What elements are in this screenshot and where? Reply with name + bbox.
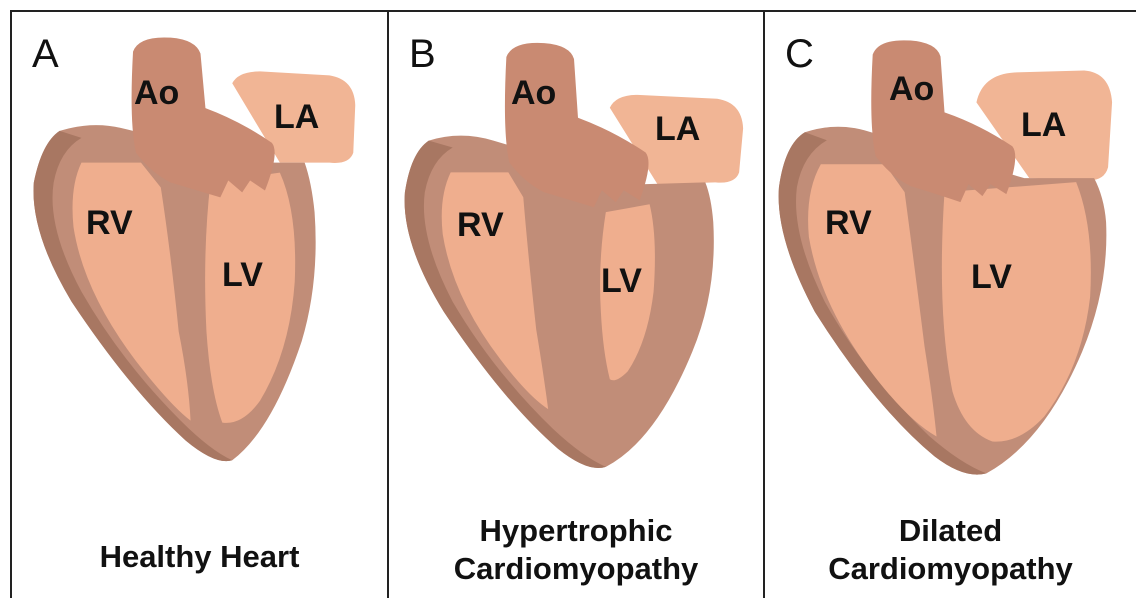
caption-healthy-heart: Healthy Heart — [12, 538, 387, 576]
left-atrium-label: LA — [274, 100, 319, 134]
panel-dilated-cardiomyopathy: C Ao LA RV LV Dilated Cardiomyopathy — [764, 10, 1136, 598]
left-atrium-label: LA — [655, 112, 700, 146]
caption-line: Hypertrophic — [389, 512, 763, 550]
caption-dilated-cardiomyopathy: Dilated Cardiomyopathy — [765, 512, 1136, 588]
dilated-heart-illustration — [765, 12, 1136, 482]
caption-line: Healthy Heart — [12, 538, 387, 576]
aorta-label: Ao — [134, 76, 179, 110]
hypertrophic-heart-illustration — [389, 12, 763, 482]
healthy-heart-illustration — [12, 12, 387, 482]
caption-line: Cardiomyopathy — [389, 550, 763, 588]
panel-letter: B — [409, 34, 436, 74]
left-ventricle-label: LV — [601, 264, 642, 298]
caption-line: Dilated — [765, 512, 1136, 550]
right-ventricle-label: RV — [457, 208, 504, 242]
right-ventricle-label: RV — [86, 206, 133, 240]
aorta-label: Ao — [511, 76, 556, 110]
left-ventricle-label: LV — [222, 258, 263, 292]
left-atrium-label: LA — [1021, 108, 1066, 142]
left-ventricle-label: LV — [971, 260, 1012, 294]
panel-hypertrophic-cardiomyopathy: B Ao LA RV LV Hypertrophic Cardiomyopath… — [388, 10, 764, 598]
right-ventricle-label: RV — [825, 206, 872, 240]
left-ventricle-chamber — [942, 182, 1091, 441]
aorta-label: Ao — [889, 72, 934, 106]
panel-letter: C — [785, 34, 814, 74]
caption-line: Cardiomyopathy — [765, 550, 1136, 588]
caption-hypertrophic-cardiomyopathy: Hypertrophic Cardiomyopathy — [389, 512, 763, 588]
panel-healthy-heart: A Ao LA RV LV Healthy Heart — [10, 10, 388, 598]
panel-letter: A — [32, 34, 59, 74]
